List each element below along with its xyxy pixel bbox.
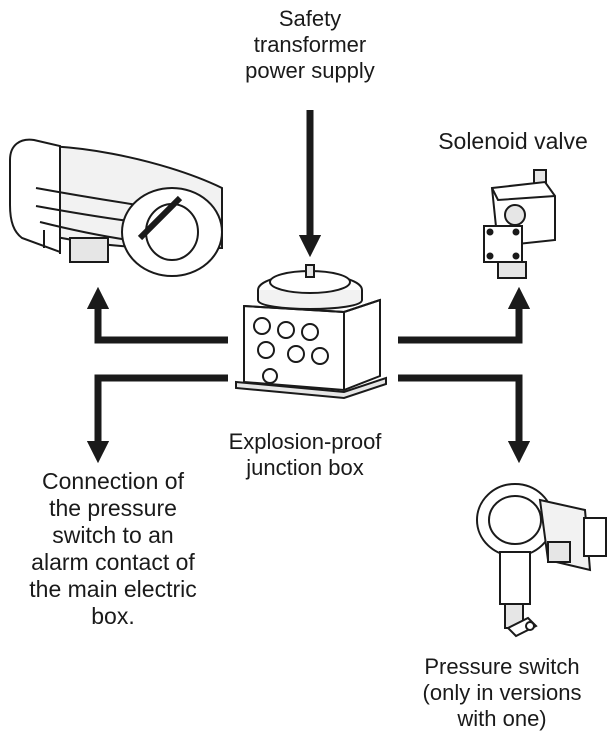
arrow-junction-to-camera [86,286,228,344]
arrow-junction-to-pressure-switch [398,374,531,464]
connection-arrows [86,110,531,464]
pressure-switch-icon [476,483,607,638]
arrow-junction-to-solenoid [398,286,531,344]
solenoid-valve-icon [483,169,556,279]
connection-label: Connection of the pressure switch to an … [29,468,197,629]
arrow-junction-to-connection [86,374,228,464]
junction-box-icon [235,264,387,400]
power-supply-label: Safety transformer power supply [245,6,375,83]
camera-housing-icon [9,138,223,277]
junction-box-label: Explosion-proof junction box [228,429,382,480]
solenoid-valve-label: Solenoid valve [438,128,588,154]
pressure-switch-label: Pressure switch (only in versions with o… [422,654,582,731]
